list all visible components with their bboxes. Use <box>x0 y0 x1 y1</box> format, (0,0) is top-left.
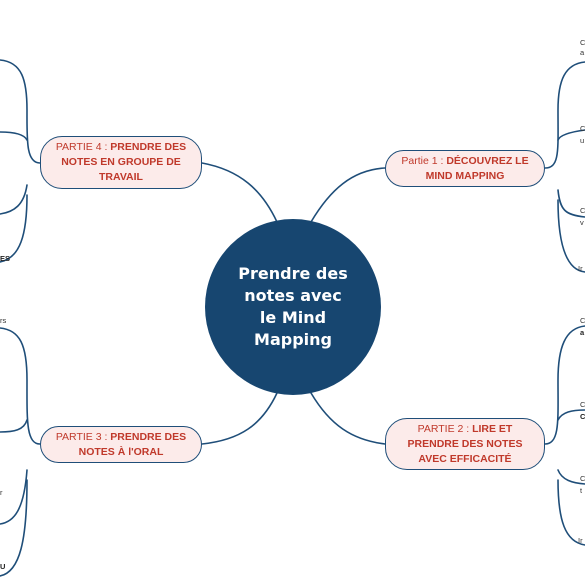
branch-partie-2-title: LIRE ET PRENDRE DES NOTES AVEC EFFICACIT… <box>407 422 523 465</box>
connector-center-p2 <box>310 392 386 445</box>
subtopic-label-clipped: Ir <box>578 536 583 545</box>
central-topic[interactable]: Prendre des notes avec le Mind Mapping <box>205 219 381 395</box>
subtopic-label-clipped: Ir <box>578 264 583 273</box>
subtopic-label-clipped: v <box>580 218 584 227</box>
subtopic-label-clipped: U <box>0 562 6 571</box>
central-topic-line-3: le Mind <box>259 308 327 327</box>
subtopic-label-clipped: C <box>580 124 585 133</box>
connector-center-p4 <box>201 162 278 223</box>
branch-partie-1-title: DÉCOUVREZ LE MIND MAPPING <box>425 154 529 182</box>
subtopic-label-clipped: C <box>580 206 585 215</box>
connector-center-p3 <box>201 392 278 445</box>
branch-partie-1[interactable]: Partie 1 : DÉCOUVREZ LE MIND MAPPING <box>385 150 545 187</box>
branch-partie-1-prefix: Partie 1 : <box>401 154 447 167</box>
connector-p1-bracket <box>544 61 585 169</box>
central-topic-line-2: notes avec <box>244 286 342 305</box>
connector-p2-bracket <box>544 325 585 445</box>
subtopic-label-clipped: C <box>580 316 585 325</box>
branch-partie-4-prefix: PARTIE 4 : <box>55 141 111 153</box>
subtopic-label-clipped: ES <box>0 254 11 263</box>
branch-partie-2-prefix: PARTIE 2 : <box>417 422 473 435</box>
connector-p4-bracket <box>0 59 41 164</box>
connector-p3-bracket <box>0 327 41 445</box>
branch-partie-4[interactable]: PARTIE 4 : PRENDRE DES NOTES EN GROUPE D… <box>40 136 202 189</box>
subtopic-label-clipped: C <box>580 400 585 409</box>
subtopic-label-clipped: t <box>580 486 583 495</box>
branch-partie-2[interactable]: PARTIE 2 : LIRE ET PRENDRE DES NOTES AVE… <box>385 418 545 470</box>
subtopic-label-clipped: r <box>0 488 3 497</box>
subtopic-label-clipped: u <box>580 136 585 145</box>
connector-center-p1 <box>310 167 386 223</box>
branch-partie-3-prefix: PARTIE 3 : <box>55 430 111 443</box>
branch-partie-3-title: PRENDRE DES NOTES À l'ORAL <box>78 430 187 458</box>
subtopic-label-clipped: C <box>580 474 585 483</box>
branch-partie-3[interactable]: PARTIE 3 : PRENDRE DES NOTES À l'ORAL <box>40 426 202 463</box>
central-topic-line-4: Mapping <box>254 330 332 349</box>
subtopic-label-clipped: rs <box>0 316 7 325</box>
branch-partie-4-title: PRENDRE DES NOTES EN GROUPE DE TRAVAIL <box>61 141 187 183</box>
subtopic-label-clipped: a <box>580 328 585 337</box>
subtopic-label-clipped: a <box>580 48 585 57</box>
central-topic-line-1: Prendre des <box>238 264 348 283</box>
subtopic-label-clipped: C <box>580 412 585 421</box>
subtopic-label-clipped: C <box>580 38 585 47</box>
